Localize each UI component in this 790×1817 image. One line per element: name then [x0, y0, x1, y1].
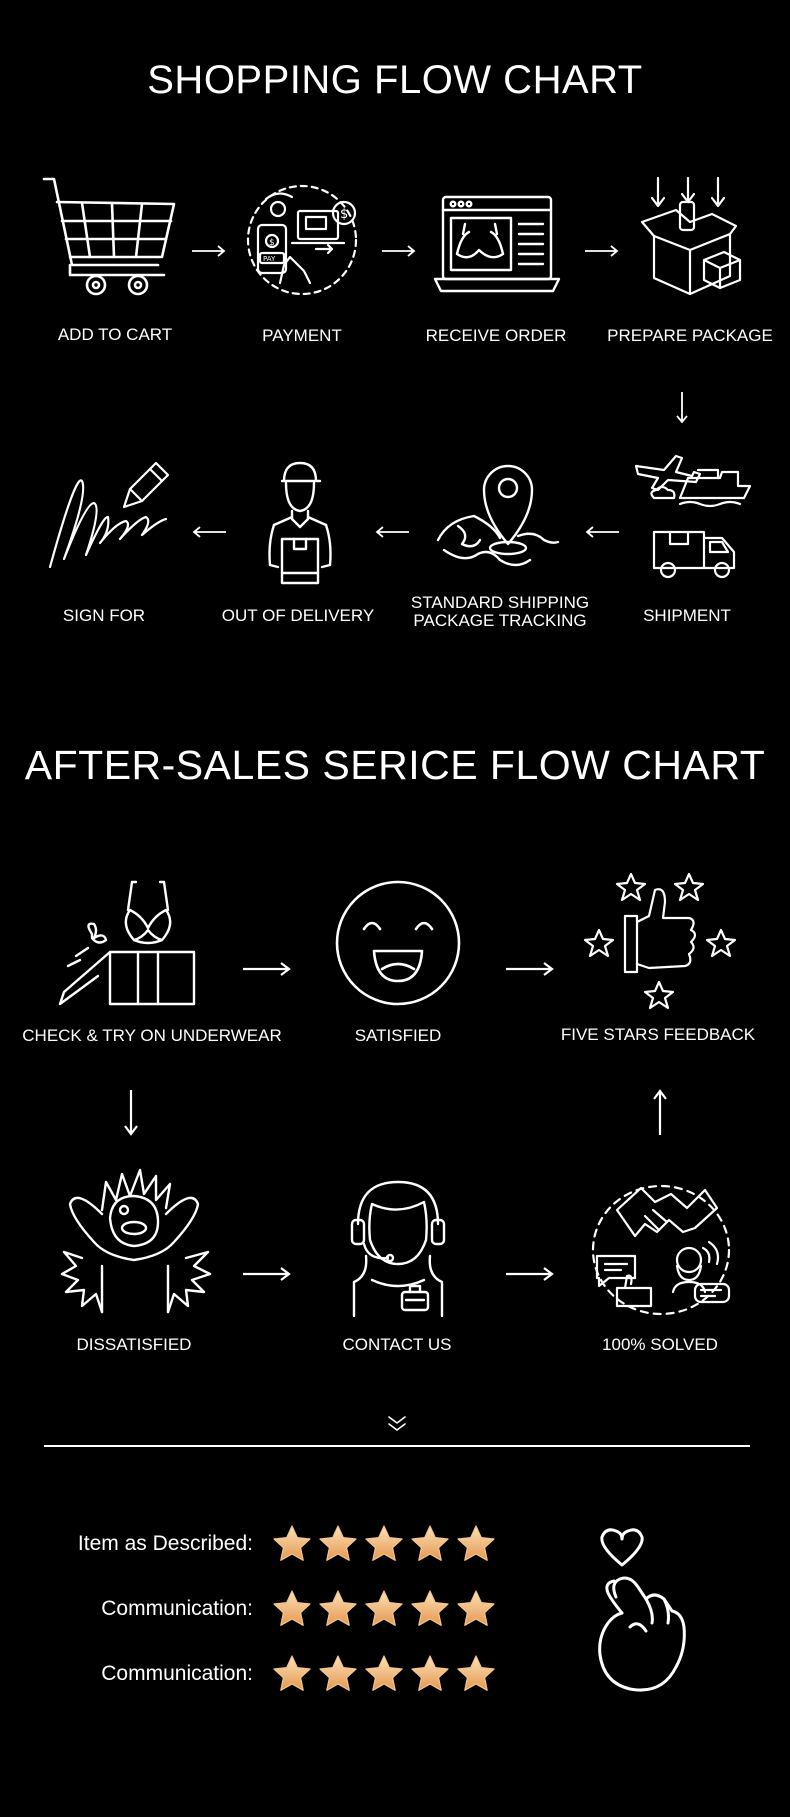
arrow-right-icon [192, 245, 226, 257]
step-label: ADD TO CART [57, 325, 173, 344]
section-divider [44, 1445, 750, 1447]
arrow-down-icon [676, 392, 688, 424]
step-label: SATISFIED [354, 1026, 442, 1045]
star-icon [411, 1590, 449, 1626]
heart-hand-icon [594, 1527, 688, 1697]
signature-icon [46, 461, 170, 573]
chevron-down-icon [385, 1413, 409, 1438]
step-label: OUT OF DELIVERY [221, 606, 375, 625]
handshake-icon [587, 1180, 733, 1316]
gift-box-bra-icon [58, 880, 198, 1008]
arrow-right-icon [243, 1267, 291, 1281]
star-icon [411, 1525, 449, 1561]
arrow-right-icon [585, 245, 619, 257]
delivery-man-icon [264, 461, 336, 585]
package-icon [640, 176, 742, 298]
step-label: STANDARD SHIPPING [410, 593, 590, 612]
svg-text:$: $ [269, 238, 275, 248]
shopping-cart-icon [40, 175, 176, 300]
map-pin-icon [434, 464, 560, 570]
star-icon [273, 1655, 311, 1691]
arrow-right-icon [243, 962, 291, 976]
step-label: CONTACT US [342, 1335, 452, 1354]
star-icon [411, 1655, 449, 1691]
star-icon [319, 1525, 357, 1561]
thumbs-up-stars-icon [583, 872, 737, 1010]
step-label: PAYMENT [262, 326, 342, 345]
star-icon [365, 1590, 403, 1626]
arrow-left-icon [375, 526, 409, 538]
star-icon [365, 1525, 403, 1561]
angry-person-icon [60, 1168, 212, 1316]
star-rating [272, 1589, 496, 1629]
step-label: CHECK & TRY ON UNDERWEAR [22, 1026, 282, 1045]
arrow-right-icon [382, 245, 416, 257]
step-label: PREPARE PACKAGE [607, 326, 773, 345]
after-sales-flow-title: AFTER-SALES SERICE FLOW CHART [24, 742, 766, 788]
arrow-right-icon [506, 962, 554, 976]
shipment-icon [634, 452, 754, 582]
shopping-flow-title: SHOPPING FLOW CHART [147, 58, 643, 102]
star-icon [365, 1655, 403, 1691]
step-label: RECEIVE ORDER [425, 326, 567, 345]
star-rating [272, 1654, 496, 1694]
rating-label: Communication: [101, 1662, 253, 1685]
star-icon [273, 1525, 311, 1561]
step-label-line2: PACKAGE TRACKING [413, 611, 587, 630]
rating-row: Communication: [0, 1589, 790, 1629]
smiley-face-icon [334, 879, 462, 1007]
step-label: FIVE STARS FEEDBACK [560, 1025, 756, 1044]
rating-label: Item as Described: [77, 1532, 253, 1555]
support-agent-icon [348, 1180, 448, 1318]
step-label: SHIPMENT [643, 606, 731, 625]
rating-row: Communication: [0, 1654, 790, 1694]
arrow-left-icon [192, 526, 226, 538]
rating-label: Communication: [101, 1597, 253, 1620]
arrow-down-icon [124, 1090, 138, 1136]
laptop-order-icon [433, 194, 561, 296]
star-icon [457, 1655, 495, 1691]
star-icon [319, 1655, 357, 1691]
svg-text:$: $ [340, 207, 348, 222]
payment-icon: $ PAY $ [244, 183, 362, 298]
svg-text:PAY: PAY [263, 255, 276, 263]
step-label: DISSATISFIED [76, 1335, 192, 1354]
arrow-up-icon [653, 1089, 667, 1135]
star-rating [272, 1524, 496, 1564]
star-icon [273, 1590, 311, 1626]
arrow-left-icon [585, 526, 619, 538]
star-icon [457, 1525, 495, 1561]
arrow-right-icon [506, 1267, 554, 1281]
step-label: SIGN FOR [62, 606, 146, 625]
star-icon [457, 1590, 495, 1626]
star-icon [319, 1590, 357, 1626]
rating-row: Item as Described: [0, 1524, 790, 1564]
step-label: 100% SOLVED [602, 1335, 718, 1354]
